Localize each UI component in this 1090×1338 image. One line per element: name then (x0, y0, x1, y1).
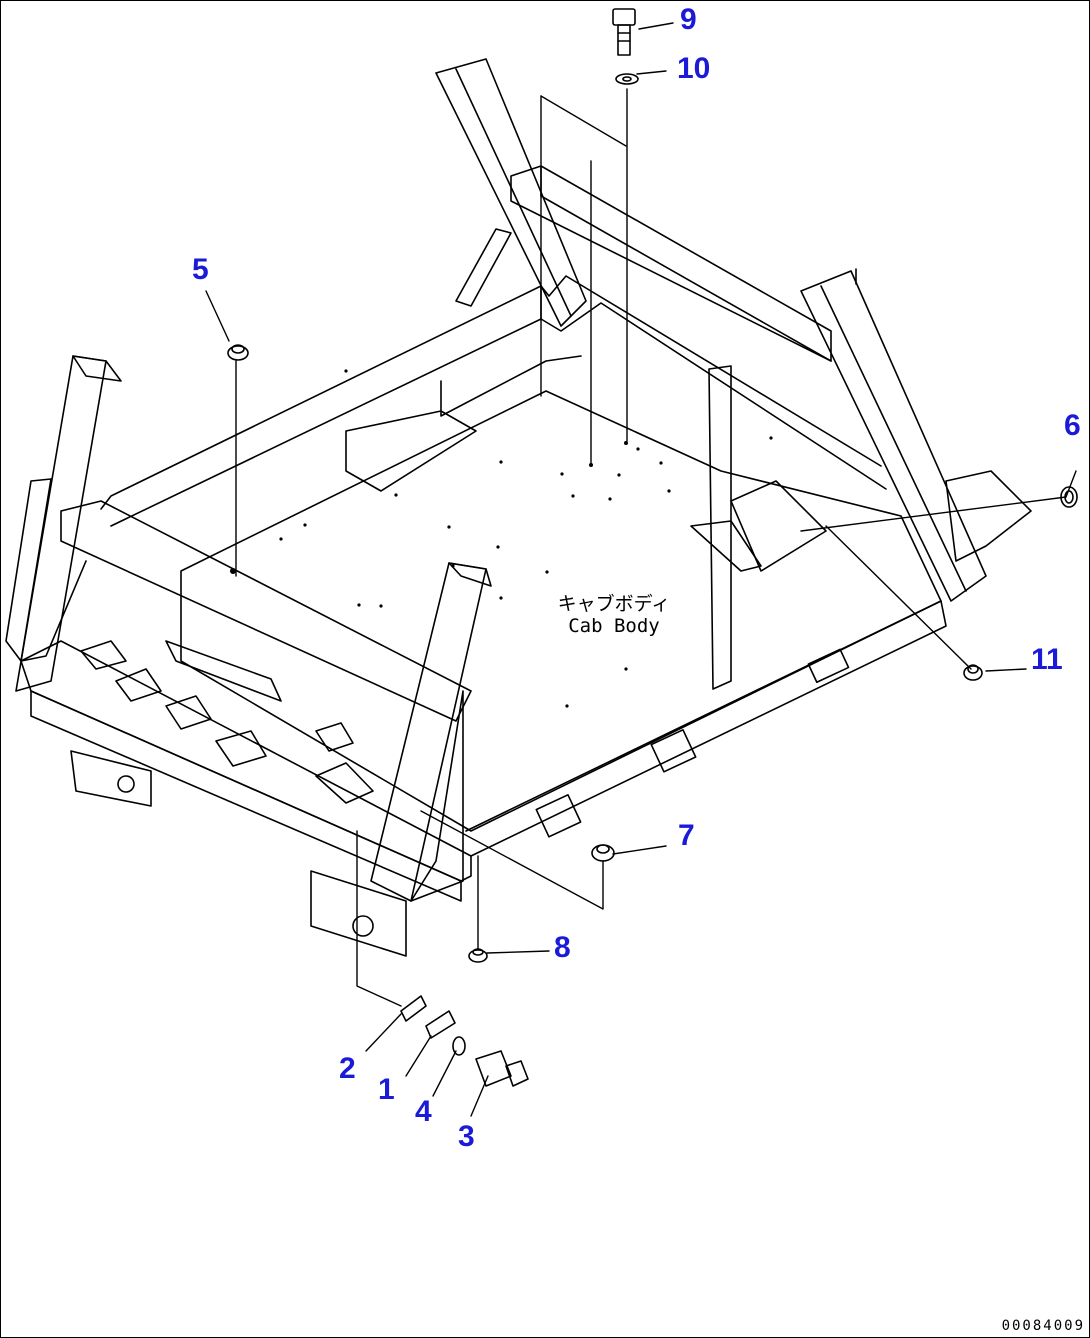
center-front-pillar (370, 562, 492, 902)
shim-1 (425, 1010, 456, 1039)
rear-wall (100, 275, 887, 527)
bolt-3 (475, 1050, 529, 1087)
floor-panel (180, 355, 942, 832)
callout-8[interactable]: 8 (554, 931, 571, 964)
grommet-11 (963, 664, 983, 681)
cab-body-label: キャブボディ Cab Body (549, 593, 679, 637)
washer-10 (615, 73, 639, 85)
rear-left-pillar (435, 58, 587, 327)
lower-front-gusset (70, 750, 407, 957)
cab-body-label-english: Cab Body (568, 615, 660, 637)
callout-3[interactable]: 3 (458, 1120, 475, 1153)
shim-2 (400, 995, 427, 1022)
callout-2[interactable]: 2 (339, 1052, 356, 1085)
floor-holes (230, 369, 773, 708)
drawing-number: 00084009 (1001, 1318, 1085, 1334)
right-rail (465, 600, 947, 857)
callout-5[interactable]: 5 (192, 253, 209, 286)
upper-rear-beam (510, 165, 832, 362)
grommet-5 (227, 344, 249, 361)
grommet-8 (468, 948, 488, 963)
front-panel-cutouts (80, 640, 374, 804)
right-center-post (708, 365, 732, 690)
callout-4[interactable]: 4 (415, 1095, 432, 1128)
rear-right-pillar (800, 268, 987, 602)
callout-1[interactable]: 1 (378, 1073, 395, 1106)
callout-10[interactable]: 10 (677, 52, 711, 85)
grommet-7 (591, 844, 615, 862)
front-left-pillar (5, 355, 122, 692)
bolt-9 (612, 8, 636, 56)
washer-4 (452, 1036, 466, 1056)
callout-11[interactable]: 11 (1031, 643, 1063, 676)
front-frame (20, 500, 472, 902)
callout-7[interactable]: 7 (678, 819, 695, 852)
callout-9[interactable]: 9 (680, 3, 697, 36)
callout-6[interactable]: 6 (1064, 409, 1081, 442)
cab-body-label-japanese: キャブボディ (557, 593, 671, 615)
leader-lines (205, 22, 1077, 1117)
rear-right-bracket (690, 470, 1032, 572)
grommet-6 (1060, 486, 1078, 508)
